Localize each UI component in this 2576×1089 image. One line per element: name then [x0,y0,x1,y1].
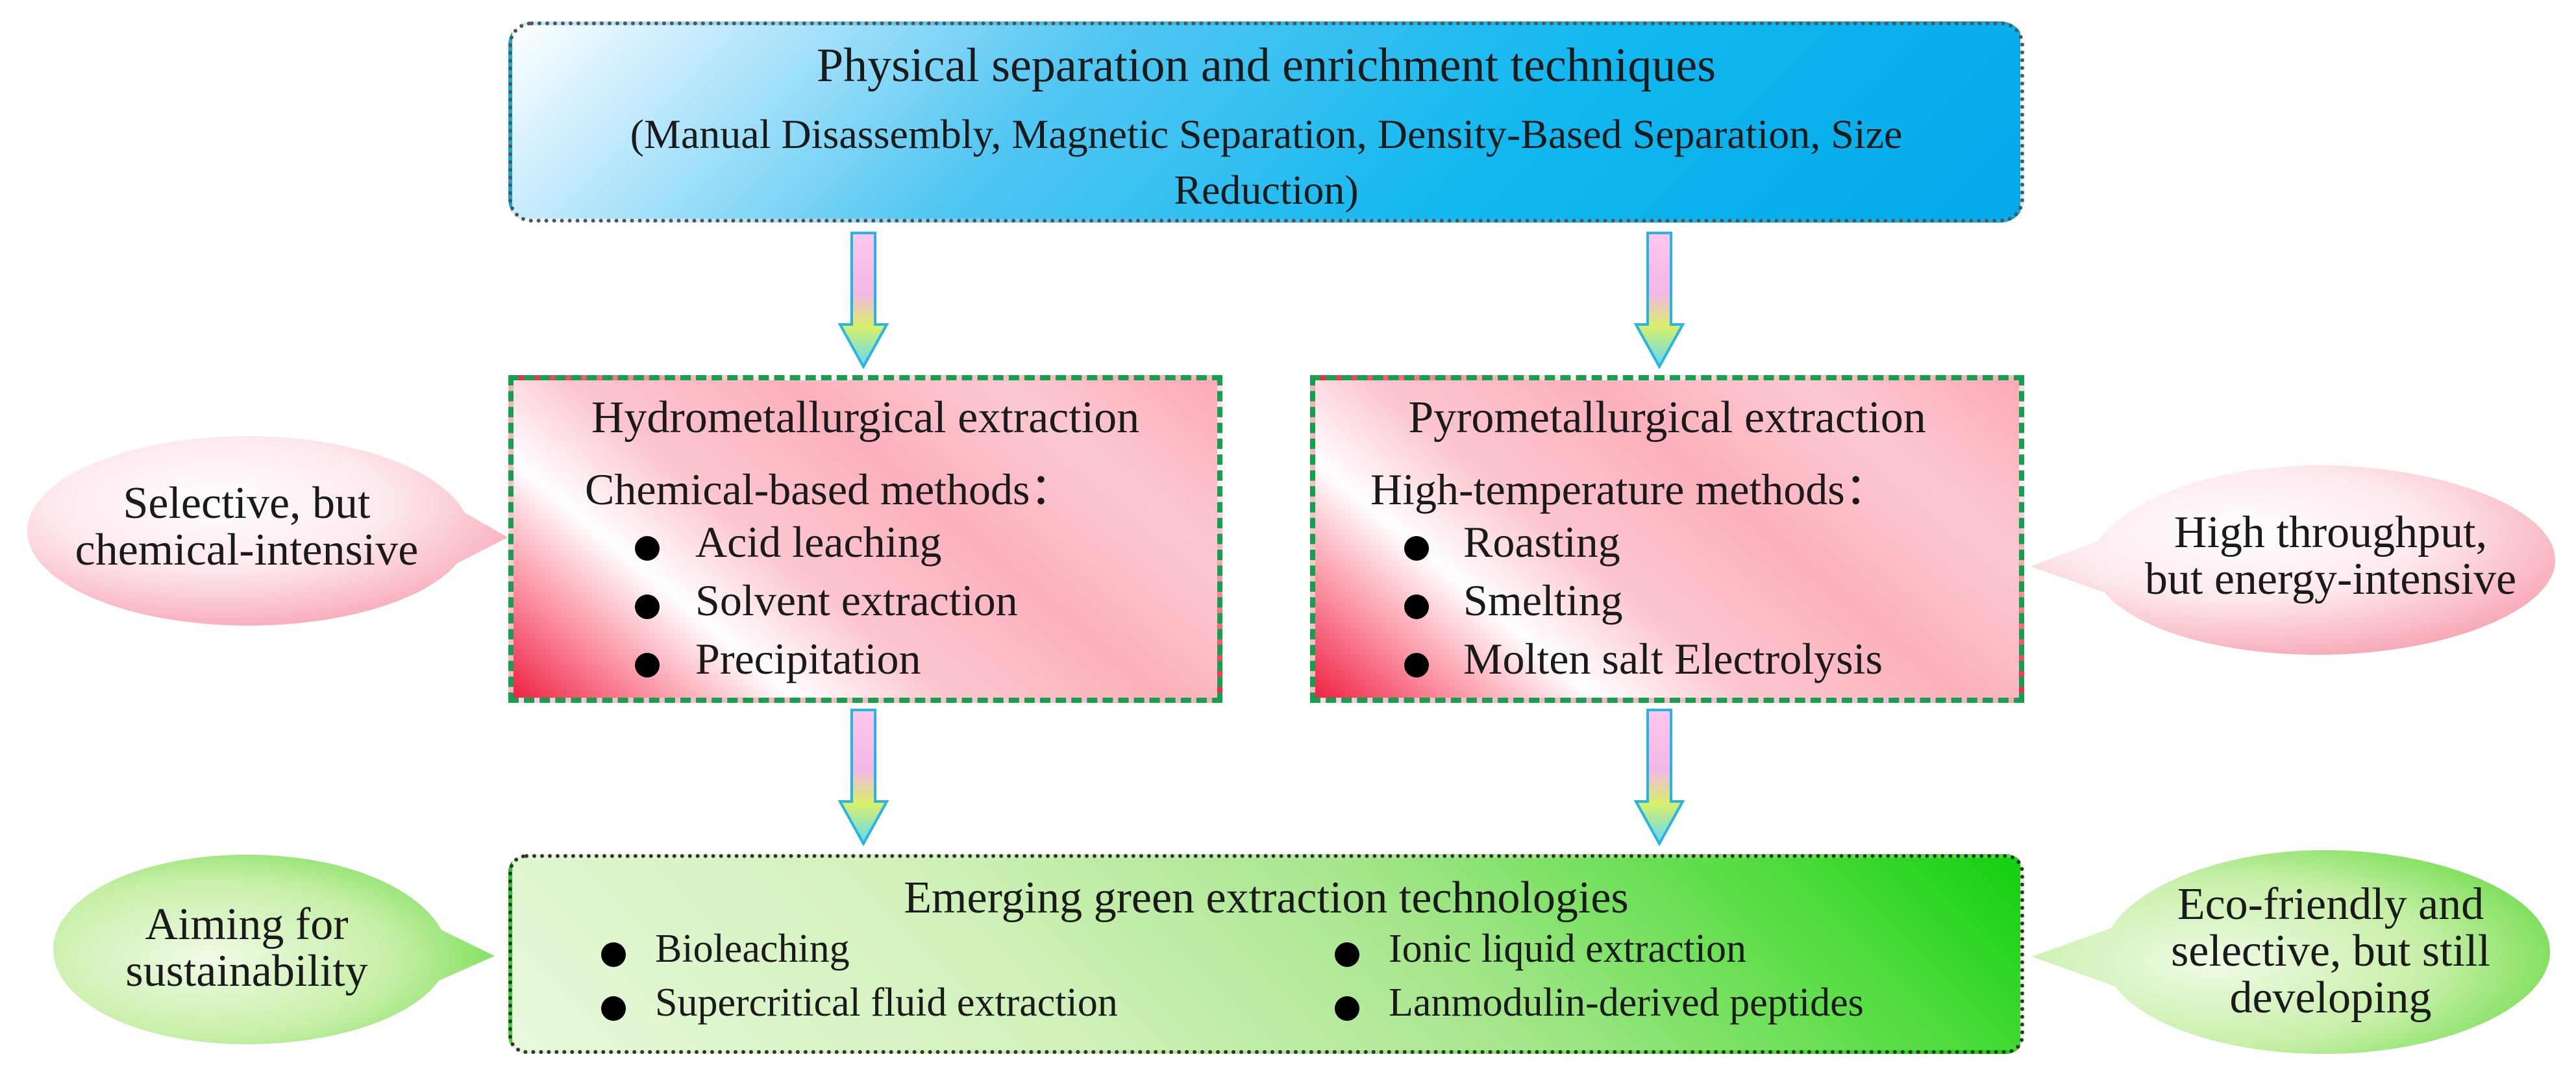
bullet-icon [601,942,626,967]
bullet-icon [635,594,660,619]
hydro-note-callout: Selective, but chemical-intensive [19,428,513,636]
hydrometallurgical-box: Hydrometallurgical extraction Chemical-b… [508,375,1222,703]
down-arrow-icon [1633,709,1685,847]
list-item: Ionic liquid extraction [1389,927,1746,971]
bullet-icon [1335,942,1359,967]
physical-separation-subtitle: (Manual Disassembly, Magnetic Separation… [630,111,1903,213]
list-item: Smelting [1463,576,1623,625]
down-arrow-icon [1633,232,1685,370]
list-item: Lanmodulin-derived peptides [1389,981,1864,1025]
sustainability-note-line2: sustainability [125,946,368,996]
hydrometallurgical-title: Hydrometallurgical extraction [591,393,1140,443]
physical-separation-box: Physical separation and enrichment techn… [508,21,2024,223]
list-item: Roasting [1463,517,1620,567]
bullet-icon [1335,996,1359,1021]
physical-separation-title: Physical separation and enrichment techn… [816,39,1716,92]
down-arrow-icon [837,232,889,370]
down-arrow-icon [837,709,889,847]
eco-note-line2: selective, but still [2171,926,2490,976]
list-item: Precipitation [695,634,921,683]
bullet-icon [1404,536,1429,561]
hydrometallurgical-subtitle: Chemical-based methods： [585,465,1074,514]
hydro-note-line2: chemical-intensive [75,525,419,575]
pyro-note-line1: High throughput, [2174,508,2488,557]
pyrometallurgical-subtitle: High-temperature methods： [1370,465,1889,514]
sustainability-note-line1: Aiming for [145,899,349,949]
bullet-icon [601,996,626,1021]
bullet-icon [635,653,660,678]
pyrometallurgical-title: Pyrometallurgical extraction [1408,393,1926,443]
list-item: Acid leaching [695,517,942,567]
eco-friendly-note-callout: Eco-friendly and selective, but still de… [2025,842,2558,1063]
green-technologies-box: Emerging green extraction technologies B… [508,854,2024,1054]
pyro-note-line2: but energy-intensive [2144,554,2517,604]
pyrometallurgical-box: Pyrometallurgical extraction High-temper… [1310,375,2024,703]
hydro-note-line1: Selective, but [123,478,371,528]
list-item: Solvent extraction [695,576,1018,625]
green-technologies-title: Emerging green extraction technologies [904,873,1629,923]
pyro-note-callout: High throughput, but energy-intensive [2025,458,2563,665]
eco-note-line3: developing [2229,973,2432,1023]
list-item: Bioleaching [655,927,850,971]
bullet-icon [1404,653,1429,678]
bullet-icon [635,536,660,561]
bullet-icon [1404,594,1429,619]
eco-note-line1: Eco-friendly and [2177,879,2484,929]
list-item: Supercritical fluid extraction [655,981,1118,1025]
sustainability-note-callout: Aiming for sustainability [45,847,500,1055]
list-item: Molten salt Electrolysis [1463,634,1883,683]
